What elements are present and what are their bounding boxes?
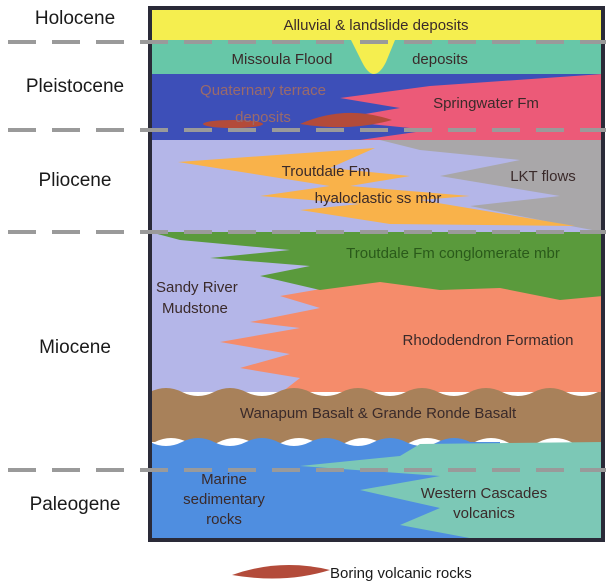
wanapum-layer [150, 388, 603, 446]
boring-lens-right [300, 112, 392, 128]
label-lkt: LKT flows [510, 168, 576, 185]
label-marine-1: Marine [201, 471, 247, 488]
epoch-miocene: Miocene [39, 337, 111, 358]
epoch-pliocene: Pliocene [38, 170, 112, 191]
boring-lens-left [203, 120, 263, 128]
label-sandy-2: Mudstone [162, 300, 228, 317]
label-hyaloclastic: hyaloclastic ss mbr [315, 190, 442, 207]
epoch-paleogene: Paleogene [29, 494, 121, 515]
label-troutdale: Troutdale Fm [282, 163, 371, 180]
springwater-layer [330, 74, 603, 140]
epoch-holocene: Holocene [34, 8, 116, 29]
label-marine-3: rocks [206, 511, 242, 528]
legend-boring-label: Boring volcanic rocks [330, 565, 472, 582]
column-frame [148, 6, 605, 542]
rhododendron-layer [220, 262, 603, 392]
label-quaternary-1: Quaternary terrace [200, 82, 326, 99]
western-cascades-layer [300, 442, 603, 540]
label-sandy-1: Sandy River [156, 279, 238, 296]
label-wanapum: Wanapum Basalt & Grande Ronde Basalt [240, 405, 517, 422]
label-missoula-right: deposits [412, 51, 468, 68]
label-western-2: volcanics [453, 505, 515, 522]
label-quaternary-2: deposits [235, 109, 291, 126]
label-western-1: Western Cascades [421, 485, 547, 502]
label-springwater: Springwater Fm [433, 95, 539, 112]
conglomerate-layer [150, 232, 603, 300]
label-marine-2: sedimentary [183, 491, 265, 508]
label-conglomerate: Troutdale Fm conglomerate mbr [346, 245, 560, 262]
alluvial-layer [150, 8, 603, 40]
label-rhododendron: Rhododendron Formation [403, 332, 574, 349]
missoula-channel-fill [351, 40, 395, 74]
troutdale-layer [178, 148, 575, 226]
epoch-boundaries [8, 40, 606, 472]
epoch-pleistocene: Pleistocene [25, 76, 125, 97]
legend-boring-swatch [232, 565, 330, 579]
label-missoula-left: Missoula Flood [232, 51, 333, 68]
label-alluvial: Alluvial & landslide deposits [283, 17, 468, 34]
lkt-flows-layer [380, 140, 603, 232]
